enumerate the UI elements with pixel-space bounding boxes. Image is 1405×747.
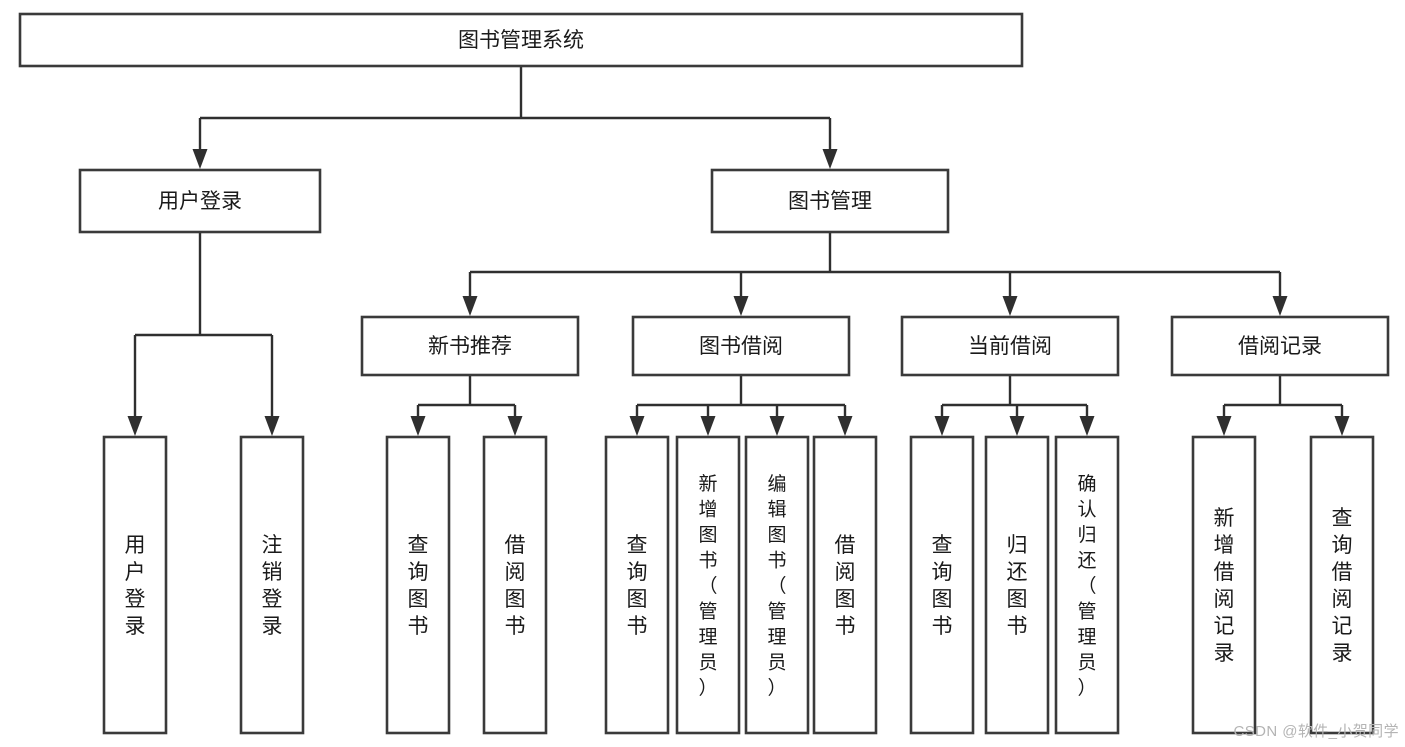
node-label: 新书推荐	[428, 335, 512, 358]
node-box[interactable]	[239, 435, 305, 735]
node-label: 图书管理	[788, 190, 872, 213]
node-leaf-borrow-book-1[interactable]: 借阅图书	[482, 435, 548, 735]
node-book-manage[interactable]: 图书管理	[710, 168, 950, 234]
connector-group-user-login	[127, 232, 280, 436]
connector-arrow-icon	[507, 416, 523, 436]
node-label: 新增图书（管理员）	[698, 473, 717, 699]
node-label: 查询借阅记录	[1332, 507, 1353, 665]
connector-arrow-icon	[1334, 416, 1350, 436]
node-new-book-recommend[interactable]: 新书推荐	[360, 315, 580, 377]
node-label: 查询图书	[932, 534, 953, 638]
connector-arrow-icon	[264, 416, 280, 436]
node-label: 图书管理系统	[458, 29, 584, 52]
connector-arrow-icon	[410, 416, 426, 436]
node-book-borrow[interactable]: 图书借阅	[631, 315, 851, 377]
node-leaf-return-book[interactable]: 归还图书	[984, 435, 1050, 735]
node-label: 借阅图书	[505, 534, 526, 638]
node-leaf-logout-login[interactable]: 注销登录	[239, 435, 305, 735]
node-leaf-add-book-admin[interactable]: 新增图书（管理员）	[675, 435, 741, 735]
node-leaf-edit-book-admin[interactable]: 编辑图书（管理员）	[744, 435, 810, 735]
node-leaf-user-login[interactable]: 用户登录	[102, 435, 168, 735]
node-label: 当前借阅	[968, 335, 1052, 358]
node-root[interactable]: 图书管理系统	[18, 12, 1024, 68]
node-box[interactable]	[812, 435, 878, 735]
node-box[interactable]	[18, 12, 1024, 68]
node-current-borrow[interactable]: 当前借阅	[900, 315, 1120, 377]
connector-arrow-icon	[192, 149, 208, 169]
node-box[interactable]	[385, 435, 451, 735]
node-box[interactable]	[1191, 435, 1257, 735]
connector-arrow-icon	[934, 416, 950, 436]
node-label: 借阅记录	[1238, 335, 1322, 358]
watermark-label: CSDN @软件_小贺同学	[1233, 723, 1399, 740]
connector-arrow-icon	[629, 416, 645, 436]
node-leaf-query-borrow-record[interactable]: 查询借阅记录	[1309, 435, 1375, 735]
node-label: 注销登录	[262, 534, 283, 638]
node-label: 用户登录	[125, 534, 146, 638]
node-box[interactable]	[744, 435, 810, 735]
node-box[interactable]	[360, 315, 580, 377]
connector-arrow-icon	[127, 416, 143, 436]
connector-arrow-icon	[1009, 416, 1025, 436]
connector-arrow-icon	[769, 416, 785, 436]
connector-arrow-icon	[462, 296, 478, 316]
connector-group-book-manage	[462, 232, 1288, 316]
node-label: 新增借阅记录	[1214, 507, 1235, 665]
node-box[interactable]	[675, 435, 741, 735]
node-label: 查询图书	[627, 534, 648, 638]
node-box[interactable]	[1170, 315, 1390, 377]
connector-arrow-icon	[1272, 296, 1288, 316]
node-leaf-query-book-2[interactable]: 查询图书	[604, 435, 670, 735]
connector-arrow-icon	[733, 296, 749, 316]
connector-group-current-borrow	[934, 375, 1095, 436]
node-label: 借阅图书	[835, 534, 856, 638]
node-box[interactable]	[984, 435, 1050, 735]
node-label: 查询图书	[408, 534, 429, 638]
node-box[interactable]	[1054, 435, 1120, 735]
connector-layer	[127, 66, 1350, 436]
node-box[interactable]	[1309, 435, 1375, 735]
node-leaf-query-book-1[interactable]: 查询图书	[385, 435, 451, 735]
node-box[interactable]	[900, 315, 1120, 377]
node-box[interactable]	[604, 435, 670, 735]
node-box[interactable]	[631, 315, 851, 377]
node-box[interactable]	[78, 168, 322, 234]
node-leaf-confirm-return-admin[interactable]: 确认归还（管理员）	[1054, 435, 1120, 735]
node-user-login[interactable]: 用户登录	[78, 168, 322, 234]
connector-group-book-borrow	[629, 375, 853, 436]
connector-arrow-icon	[822, 149, 838, 169]
connector-group-root	[192, 66, 838, 169]
connector-arrow-icon	[1002, 296, 1018, 316]
connector-group-borrow-record	[1216, 375, 1350, 436]
node-leaf-add-borrow-record[interactable]: 新增借阅记录	[1191, 435, 1257, 735]
node-leaf-borrow-book-2[interactable]: 借阅图书	[812, 435, 878, 735]
connector-arrow-icon	[1079, 416, 1095, 436]
node-box[interactable]	[102, 435, 168, 735]
node-layer: 图书管理系统用户登录图书管理新书推荐图书借阅当前借阅借阅记录用户登录注销登录查询…	[18, 12, 1390, 735]
node-label: 确认归还（管理员）	[1077, 473, 1096, 699]
connector-arrow-icon	[700, 416, 716, 436]
connector-group-new-book-recommend	[410, 375, 523, 436]
node-box[interactable]	[909, 435, 975, 735]
node-box[interactable]	[710, 168, 950, 234]
node-label: 编辑图书（管理员）	[767, 473, 786, 699]
node-label: 用户登录	[158, 190, 242, 213]
node-label: 归还图书	[1007, 534, 1028, 638]
connector-arrow-icon	[1216, 416, 1232, 436]
node-box[interactable]	[482, 435, 548, 735]
node-borrow-record[interactable]: 借阅记录	[1170, 315, 1390, 377]
node-leaf-query-book-3[interactable]: 查询图书	[909, 435, 975, 735]
connector-arrow-icon	[837, 416, 853, 436]
node-label: 图书借阅	[699, 335, 783, 358]
